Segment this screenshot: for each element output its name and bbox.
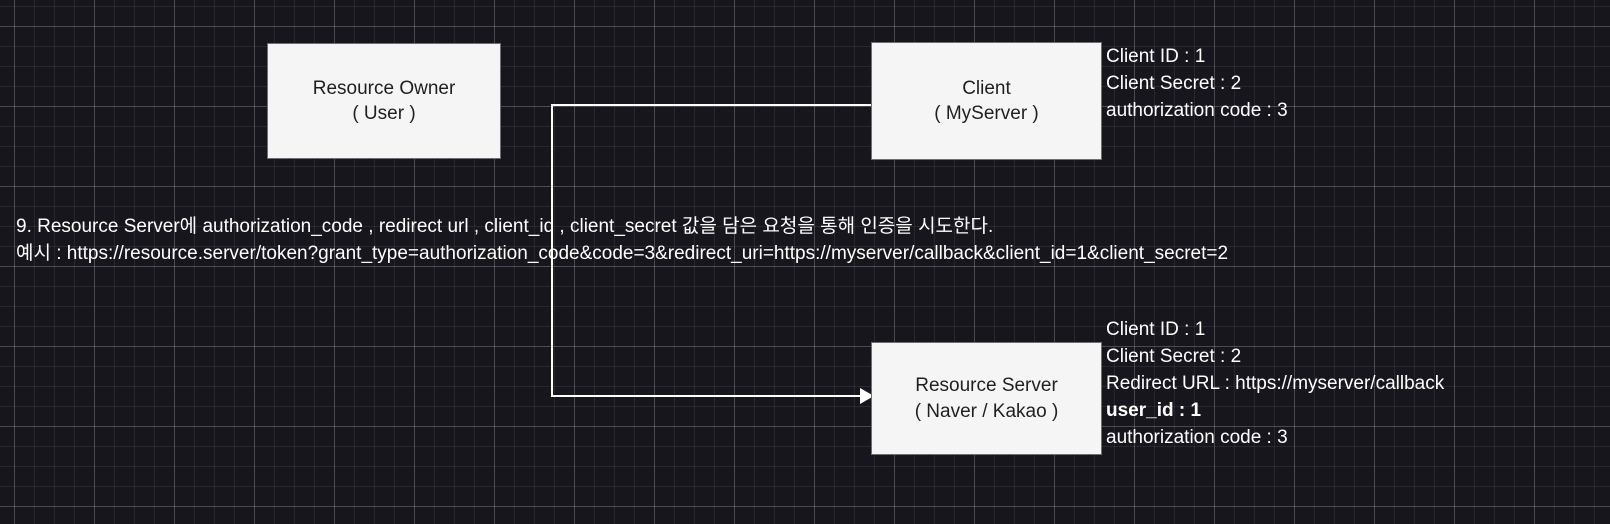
client-credential-line-1: Client Secret : 2 [1106,72,1242,94]
client-credential-line-2: authorization code : 3 [1106,99,1288,121]
step-description-note: 9. Resource Server에 authorization_code ,… [16,214,1228,268]
resource-server-subtitle: ( Naver / Kakao ) [914,400,1059,422]
resource-server-credential-line-2: Redirect URL : https://myserver/callback [1106,372,1445,394]
client-credentials-label: Client ID : 1 Client Secret : 2 authorizat… [1106,44,1288,125]
resource-server-credential-line-1: Client Secret : 2 [1106,345,1242,367]
resource-server-node[interactable]: Resource Server ( Naver / Kakao ) [871,342,1102,455]
client-to-resource-server-edge [551,104,871,397]
resource-server-credential-line-0: Client ID : 1 [1106,319,1206,340]
resource-owner-title: Resource Owner [312,77,456,99]
resource-owner-node[interactable]: Resource Owner ( User ) [267,43,501,159]
client-node[interactable]: Client ( MyServer ) [871,42,1102,160]
resource-server-credential-line-4: authorization code : 3 [1106,426,1288,448]
step-note-line-1: 예시 : https://resource.server/token?grant… [16,242,1229,264]
step-note-line-0: 9. Resource Server에 authorization_code ,… [16,216,994,237]
resource-server-title: Resource Server [915,375,1058,397]
resource-owner-subtitle: ( User ) [352,103,416,124]
client-subtitle: ( MyServer ) [934,103,1039,124]
edge-arrowhead-icon [860,388,874,404]
resource-server-credentials-label: Client ID : 1 Client Secret : 2 Redirect U… [1106,317,1444,452]
client-credential-line-0: Client ID : 1 [1106,46,1206,67]
client-title: Client [962,77,1011,99]
resource-server-credential-line-3: user_id : 1 [1106,399,1202,421]
